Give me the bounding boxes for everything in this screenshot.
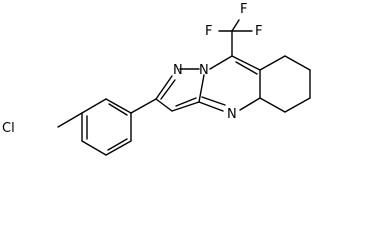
molecule-diagram: Cl F F F N N N <box>2 2 311 156</box>
nitrogen-atom-label-pyrazole: N <box>173 63 183 78</box>
chlorophenyl-ring <box>57 98 132 156</box>
chlorine-atom-label: Cl <box>2 121 15 136</box>
nitrogen-atom-label-bridge: N <box>199 63 209 78</box>
structure-canvas: Cl F F F N N N <box>2 2 311 156</box>
nitrogen-atom-label-ring: N <box>227 107 237 122</box>
cyclohexane-ring <box>259 55 311 113</box>
fluorine-atom-label-right: F <box>255 24 262 39</box>
pyrimidine-ring <box>198 55 261 112</box>
pyrazole-ring <box>155 68 205 112</box>
trifluoromethyl-group <box>218 19 253 57</box>
aryl-pyrazole-bond <box>130 98 157 114</box>
fluorine-atom-label-top: F <box>240 2 247 17</box>
fluorine-atom-label-left: F <box>205 24 212 39</box>
